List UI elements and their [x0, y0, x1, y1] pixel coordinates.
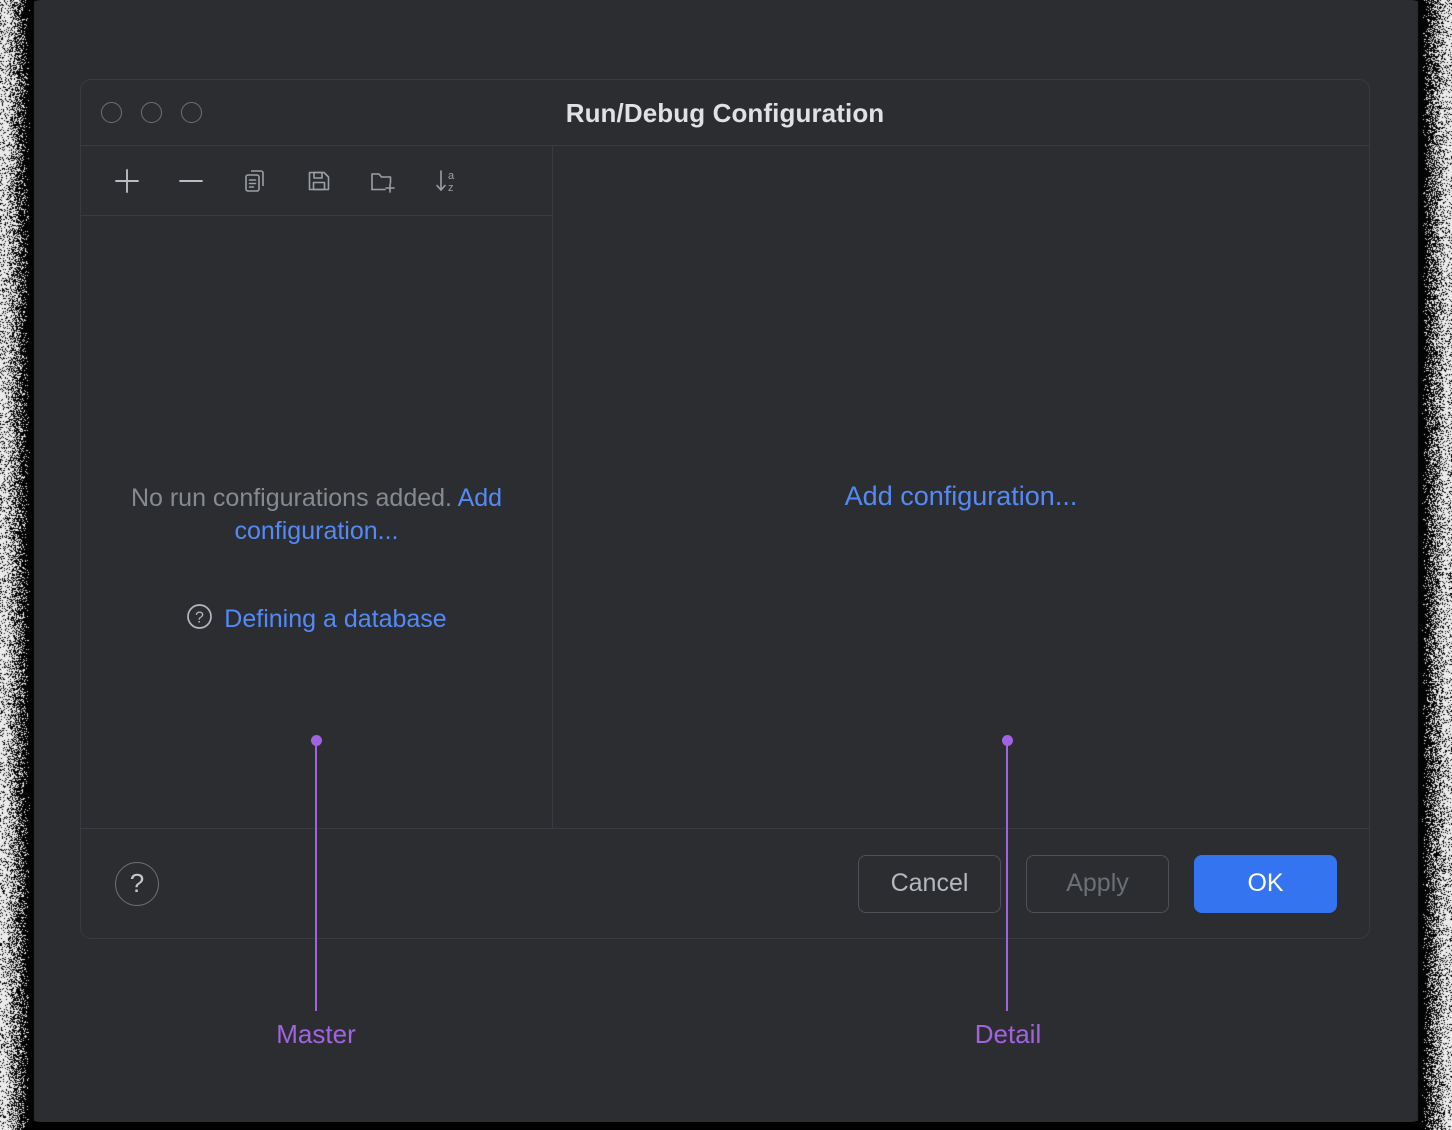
run-debug-configuration-dialog: Run/Debug Configuration [80, 79, 1370, 939]
detail-add-configuration-link[interactable]: Add configuration... [553, 481, 1369, 512]
detail-annotation-line [1006, 741, 1008, 1011]
sort-az-icon: a z [432, 166, 462, 196]
cancel-button[interactable]: Cancel [858, 855, 1001, 913]
svg-text:z: z [448, 182, 454, 194]
apply-button[interactable]: Apply [1026, 855, 1169, 913]
plus-icon [112, 166, 142, 196]
question-circle-icon: ? [186, 603, 213, 635]
add-configuration-button[interactable] [107, 161, 147, 201]
copy-icon [241, 167, 269, 195]
minus-icon [176, 166, 206, 196]
empty-state-text: No run configurations added. [131, 484, 458, 512]
remove-configuration-button[interactable] [171, 161, 211, 201]
svg-text:?: ? [195, 610, 204, 627]
svg-text:a: a [448, 170, 455, 182]
empty-state: No run configurations added. Add configu… [81, 482, 552, 635]
configurations-toolbar: a z [81, 146, 552, 216]
dialog-titlebar: Run/Debug Configuration [81, 80, 1369, 146]
sort-button[interactable]: a z [427, 161, 467, 201]
master-pane: a z No run configurations added. Add con… [81, 146, 553, 828]
save-icon [305, 167, 333, 195]
empty-state-message: No run configurations added. Add configu… [107, 482, 526, 548]
defining-a-database-row[interactable]: ? Defining a database [107, 603, 526, 635]
help-button[interactable]: ? [115, 862, 159, 906]
copy-configuration-button[interactable] [235, 161, 275, 201]
master-annotation-line [315, 741, 317, 1011]
dialog-title: Run/Debug Configuration [81, 98, 1369, 129]
ok-button[interactable]: OK [1194, 855, 1337, 913]
dialog-body: a z No run configurations added. Add con… [81, 146, 1369, 828]
master-annotation-label: Master [276, 1019, 355, 1050]
defining-a-database-link[interactable]: Defining a database [224, 605, 446, 634]
new-folder-icon [368, 167, 398, 195]
detail-annotation-label: Detail [975, 1019, 1041, 1050]
new-folder-button[interactable] [363, 161, 403, 201]
save-configuration-button[interactable] [299, 161, 339, 201]
dialog-footer: ? Cancel Apply OK [81, 828, 1369, 938]
detail-pane: Add configuration... [553, 146, 1369, 828]
